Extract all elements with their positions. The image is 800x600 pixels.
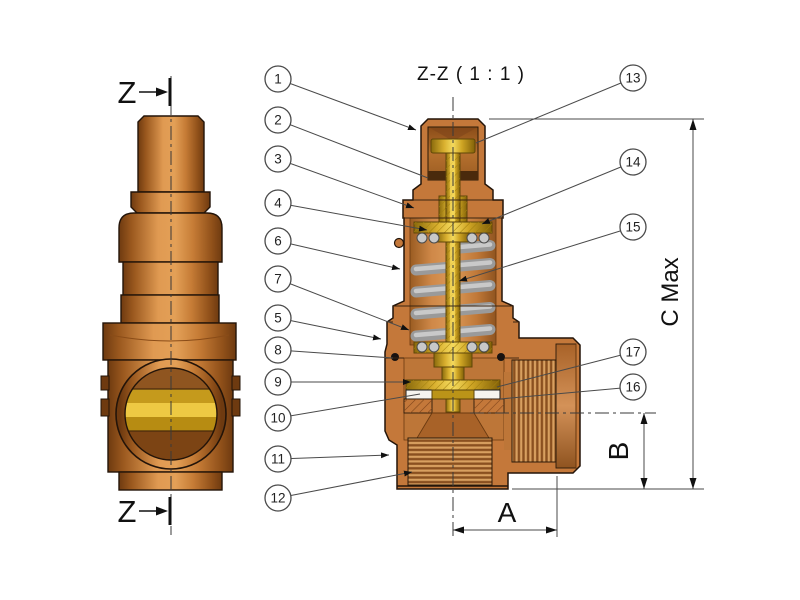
callout-17: 17 [619, 338, 647, 366]
section-cut-arrow-icon [156, 506, 168, 516]
callout-8: 8 [264, 336, 292, 364]
svg-text:7: 7 [274, 272, 282, 287]
svg-text:9: 9 [274, 375, 282, 390]
dimension-b: B [603, 413, 648, 489]
callout-14: 14 [619, 148, 647, 176]
svg-text:14: 14 [625, 155, 641, 170]
dimension-a: A [453, 476, 558, 537]
side-lugs [100, 375, 241, 417]
section-arrow-bottom: Z [118, 494, 172, 529]
section-arrow-top: Z [118, 75, 172, 110]
svg-text:17: 17 [625, 345, 640, 360]
callout-15: 15 [619, 213, 647, 241]
callout-10: 10 [264, 404, 292, 432]
svg-text:4: 4 [274, 196, 282, 211]
svg-text:2: 2 [274, 113, 282, 128]
callout-13: 13 [619, 64, 647, 92]
svg-text:10: 10 [270, 411, 285, 426]
callout-6: 6 [264, 227, 292, 255]
callout-2: 2 [264, 106, 292, 134]
callout-balloons: 1 2 3 4 6 7 5 8 9 10 11 12 13 14 15 17 1… [264, 64, 647, 512]
z-label-top: Z [118, 75, 137, 110]
svg-text:16: 16 [625, 380, 640, 395]
z-label-bottom: Z [118, 494, 137, 529]
svg-text:12: 12 [270, 491, 285, 506]
dimension-c-label: C Max [657, 257, 684, 326]
dimension-c-max: C Max [489, 118, 704, 490]
callout-1: 1 [264, 65, 292, 93]
svg-text:13: 13 [625, 71, 640, 86]
o-ring [391, 353, 399, 361]
svg-text:3: 3 [274, 152, 282, 167]
outlet-threads [511, 343, 577, 469]
svg-text:11: 11 [271, 452, 285, 467]
svg-text:1: 1 [274, 72, 282, 87]
svg-text:15: 15 [625, 220, 640, 235]
seal-pin [393, 237, 405, 249]
svg-text:8: 8 [274, 343, 282, 358]
front-view: Z Z [100, 75, 241, 535]
callout-3: 3 [264, 145, 292, 173]
section-cut-arrow-icon [156, 87, 168, 97]
o-ring [497, 353, 505, 361]
dimension-b-label: B [603, 442, 634, 461]
section-title: Z-Z ( 1 : 1 ) [417, 64, 525, 85]
callout-11: 11 [264, 445, 292, 473]
section-view: Z-Z ( 1 : 1 ) [384, 64, 656, 539]
disc-seal [473, 389, 501, 400]
inlet-threads [397, 437, 508, 487]
callout-12: 12 [264, 484, 292, 512]
svg-text:6: 6 [274, 234, 282, 249]
callout-4: 4 [264, 189, 292, 217]
callout-9: 9 [264, 368, 292, 396]
callout-7: 7 [264, 265, 292, 293]
svg-text:5: 5 [274, 311, 282, 326]
dimension-a-label: A [498, 497, 517, 528]
callout-16: 16 [619, 373, 647, 401]
callout-5: 5 [264, 304, 292, 332]
callout-leaders [277, 77, 634, 499]
spring [410, 240, 496, 342]
